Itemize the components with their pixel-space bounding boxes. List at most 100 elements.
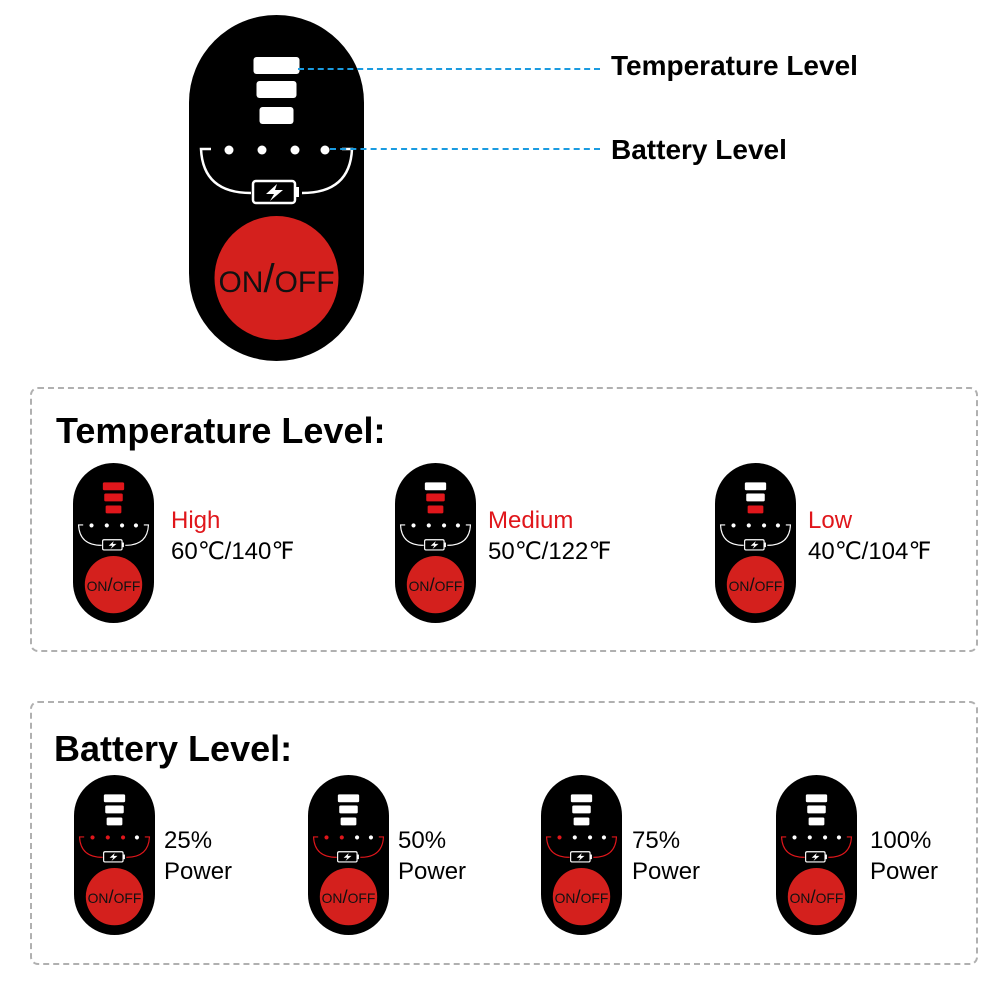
temperature-bar-icon bbox=[103, 794, 126, 803]
battery-icon bbox=[337, 851, 359, 863]
temperature-bar-icon bbox=[253, 57, 300, 74]
temp-device-low: ON/OFF bbox=[715, 463, 796, 623]
on-off-button-icon bbox=[552, 867, 611, 926]
temp-level-name-high: High bbox=[171, 507, 221, 534]
battery-dot-icon bbox=[105, 835, 110, 840]
on-off-button-icon bbox=[787, 867, 846, 926]
battery-dot-icon bbox=[775, 523, 781, 528]
device-face-icon: ON/OFF bbox=[780, 794, 853, 926]
battery-dot-icon bbox=[368, 835, 374, 840]
battery-dot-icon bbox=[224, 145, 234, 155]
battery-dot-icon bbox=[746, 523, 751, 528]
battery-dot-icon bbox=[731, 523, 736, 528]
on-off-button-icon bbox=[726, 555, 785, 614]
battery-frame-icon bbox=[780, 836, 853, 858]
temp-level-name-medium: Medium bbox=[488, 507, 574, 534]
battery-percent-label: Power bbox=[164, 858, 233, 885]
temp-level-name-low: Low bbox=[808, 507, 853, 534]
device-face-icon: ON/OFF bbox=[199, 57, 354, 340]
battery-dot-icon bbox=[455, 523, 461, 528]
battery-percent-75: 75% Power bbox=[632, 825, 700, 887]
temperature-bar-icon bbox=[256, 81, 297, 98]
battery-dot-icon bbox=[761, 523, 767, 528]
battery-dot-icon bbox=[426, 523, 431, 528]
battery-icon bbox=[102, 539, 124, 551]
temperature-bar-icon bbox=[747, 505, 764, 514]
battery-percent-25: 25% Power bbox=[164, 825, 232, 887]
battery-dot-icon bbox=[324, 835, 329, 840]
battery-device-25: ON/OFF bbox=[74, 775, 155, 935]
battery-icon bbox=[805, 851, 827, 863]
battery-dot-icon bbox=[89, 523, 94, 528]
temperature-bar-icon bbox=[805, 794, 828, 803]
battery-icon bbox=[744, 539, 766, 551]
on-off-text: ON/OFF bbox=[87, 574, 141, 595]
device-face-icon: ON/OFF bbox=[545, 794, 618, 926]
battery-dot-icon bbox=[119, 523, 125, 528]
battery-dot-icon bbox=[90, 835, 95, 840]
temperature-bar-icon bbox=[427, 505, 444, 514]
battery-dot-icon bbox=[557, 835, 562, 840]
battery-dot-icon bbox=[572, 835, 577, 840]
battery-dot-icon bbox=[836, 835, 842, 840]
temperature-bar-icon bbox=[807, 805, 826, 814]
battery-frame-icon bbox=[77, 524, 150, 546]
battery-percent-value: 75% bbox=[632, 827, 681, 854]
battery-dot-icon bbox=[792, 835, 797, 840]
temperature-bar-icon bbox=[424, 482, 447, 491]
battery-icon bbox=[424, 539, 446, 551]
battery-frame-icon bbox=[545, 836, 618, 858]
battery-dot-icon bbox=[441, 523, 447, 528]
battery-level-panel bbox=[30, 701, 978, 965]
temperature-bar-icon bbox=[104, 493, 123, 502]
battery-device-100: ON/OFF bbox=[776, 775, 857, 935]
on-off-button-icon bbox=[319, 867, 378, 926]
battery-callout-line bbox=[330, 148, 600, 150]
device-face-icon: ON/OFF bbox=[77, 482, 150, 614]
battery-percent-label: Power bbox=[632, 858, 701, 885]
battery-dot-icon bbox=[134, 835, 140, 840]
battery-frame-icon bbox=[199, 147, 354, 195]
battery-percent-value: 50% bbox=[398, 827, 447, 854]
battery-dot-icon bbox=[587, 835, 593, 840]
battery-frame-icon bbox=[78, 836, 151, 858]
temp-level-value-high: 60℃/140℉ bbox=[171, 538, 295, 565]
on-off-text: ON/OFF bbox=[729, 574, 783, 595]
battery-frame-icon bbox=[719, 524, 792, 546]
temperature-bar-icon bbox=[746, 493, 765, 502]
temperature-bar-icon bbox=[259, 107, 294, 124]
battery-device-50: ON/OFF bbox=[308, 775, 389, 935]
on-off-button-icon bbox=[406, 555, 465, 614]
on-off-text: ON/OFF bbox=[790, 886, 844, 907]
on-off-text: ON/OFF bbox=[322, 886, 376, 907]
temperature-bar-icon bbox=[808, 817, 825, 826]
battery-callout-label: Battery Level bbox=[611, 134, 787, 165]
battery-percent-50: 50% Power bbox=[398, 825, 466, 887]
battery-dot-icon bbox=[120, 835, 126, 840]
device-face-icon: ON/OFF bbox=[399, 482, 472, 614]
battery-panel-title: Battery Level: bbox=[54, 728, 293, 769]
on-off-text: ON/OFF bbox=[88, 886, 142, 907]
battery-dot-icon bbox=[354, 835, 360, 840]
on-off-text: ON/OFF bbox=[555, 886, 609, 907]
battery-device-75: ON/OFF bbox=[541, 775, 622, 935]
device-face-icon: ON/OFF bbox=[312, 794, 385, 926]
battery-dot-icon bbox=[290, 145, 300, 155]
temperature-bar-icon bbox=[105, 805, 124, 814]
on-off-button-icon bbox=[214, 216, 339, 340]
battery-dot-icon bbox=[104, 523, 109, 528]
temperature-bar-icon bbox=[340, 817, 357, 826]
battery-icon bbox=[570, 851, 592, 863]
temp-device-medium: ON/OFF bbox=[395, 463, 476, 623]
on-off-button-icon bbox=[85, 867, 144, 926]
temperature-bar-icon bbox=[105, 505, 122, 514]
battery-percent-label: Power bbox=[870, 858, 939, 885]
battery-icon bbox=[251, 179, 299, 205]
on-off-text: ON/OFF bbox=[409, 574, 463, 595]
battery-dot-icon bbox=[339, 835, 344, 840]
temperature-bar-icon bbox=[337, 794, 360, 803]
battery-dot-icon bbox=[320, 145, 330, 155]
temperature-callout-line bbox=[298, 68, 600, 70]
battery-dot-icon bbox=[822, 835, 828, 840]
temperature-bar-icon bbox=[573, 817, 590, 826]
